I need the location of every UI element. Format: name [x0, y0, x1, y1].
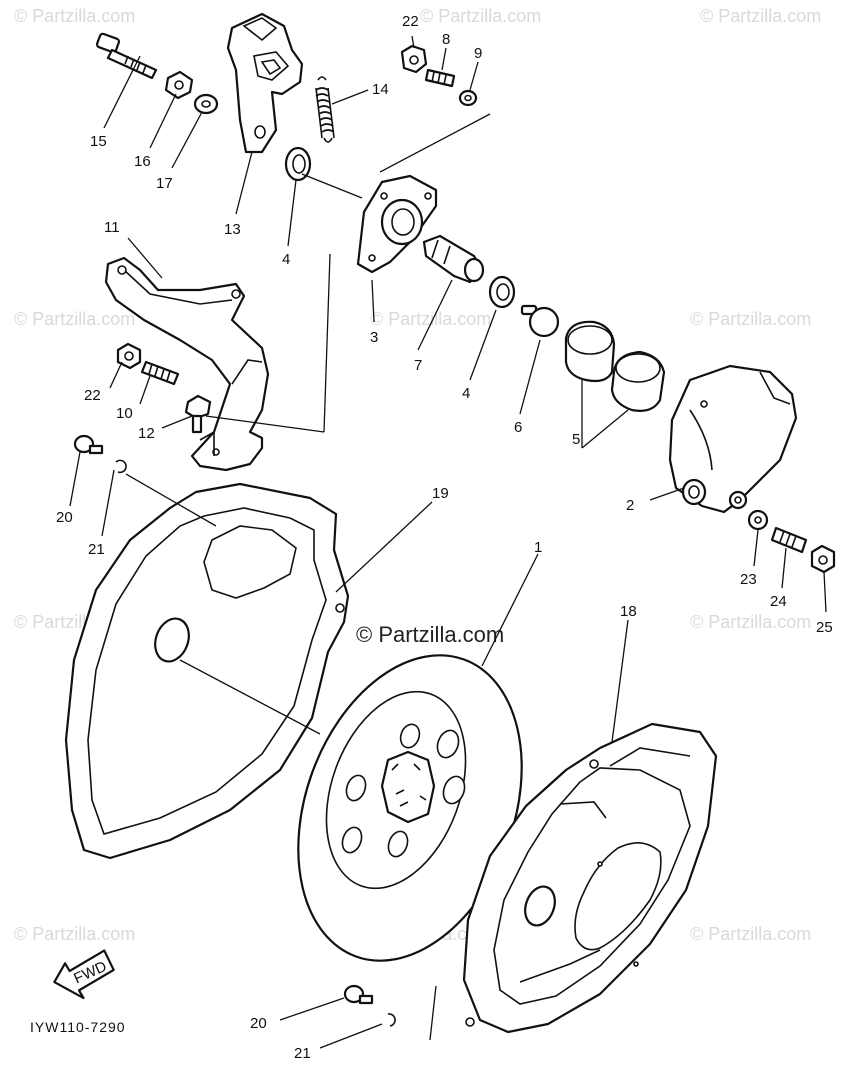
- part-21-clip-upper: [115, 459, 127, 474]
- callout-21: 21: [88, 541, 105, 558]
- part-20-bolt-lower: [343, 984, 374, 1005]
- callout-6: 6: [514, 419, 522, 436]
- part-13-lever: [226, 12, 304, 154]
- part-6-pin: [520, 304, 560, 338]
- part-17-washer: [193, 93, 219, 115]
- watermark: © Partzilla.com: [370, 309, 491, 329]
- part-15-bolt: [95, 32, 158, 80]
- callout-12: 12: [138, 425, 155, 442]
- part-7-shaft: [422, 234, 485, 284]
- watermark-layer: © Partzilla.com © Partzilla.com © Partzi…: [14, 6, 821, 944]
- callout-7: 7: [414, 357, 422, 374]
- callout-22: 22: [402, 13, 419, 30]
- part-12-bolt: [184, 394, 212, 434]
- watermark: © Partzilla.com: [14, 6, 135, 26]
- part-25-nut: [810, 544, 836, 574]
- watermark: © Partzilla.com: [690, 612, 811, 632]
- callout-16: 16: [134, 153, 151, 170]
- watermark-center: © Partzilla.com: [356, 622, 504, 647]
- part-2-caliper: [668, 364, 798, 514]
- part-4-seal-lower: [488, 275, 516, 309]
- fwd-arrow: FWD: [53, 949, 115, 1000]
- callout-3: 3: [370, 329, 378, 346]
- part-14-spring: [315, 76, 335, 143]
- callout-labels: 22 8 9 14 15 16 17 13 4 11 3 7 4 6 5 2 2…: [56, 13, 833, 1062]
- watermark: © Partzilla.com: [14, 309, 135, 329]
- callout-17: 17: [156, 175, 173, 192]
- part-24-bolt: [770, 526, 808, 554]
- callout-19: 19: [432, 485, 449, 502]
- callout-5: 5: [572, 431, 580, 448]
- callout-20: 20: [250, 1015, 267, 1032]
- callout-20: 20: [56, 509, 73, 526]
- leader-lines: [69, 35, 827, 1049]
- watermark: © Partzilla.com: [420, 6, 541, 26]
- part-19-backplate: [64, 482, 350, 860]
- watermark: © Partzilla.com: [700, 6, 821, 26]
- callout-10: 10: [116, 405, 133, 422]
- part-9-washer: [458, 89, 478, 107]
- part-22-nut-top: [400, 44, 428, 74]
- part-20-bolt-upper: [73, 434, 104, 455]
- callout-4: 4: [462, 385, 470, 402]
- callout-21: 21: [294, 1045, 311, 1062]
- callout-11: 11: [104, 219, 120, 236]
- watermark: © Partzilla.com: [690, 924, 811, 944]
- callout-1: 1: [534, 539, 542, 556]
- callout-15: 15: [90, 133, 107, 150]
- part-22-nut-lower: [116, 342, 142, 370]
- part-18-cover: [462, 722, 718, 1034]
- part-5-pads: [564, 320, 666, 412]
- callout-9: 9: [474, 45, 482, 62]
- callout-8: 8: [442, 31, 450, 48]
- part-10-stud: [140, 360, 180, 386]
- part-23-washer: [747, 509, 769, 531]
- part-8-stud: [424, 68, 456, 88]
- callout-18: 18: [620, 603, 637, 620]
- callout-4: 4: [282, 251, 290, 268]
- callout-2: 2: [626, 497, 634, 514]
- part-21-clip-lower: [387, 1013, 396, 1027]
- callout-14: 14: [372, 81, 389, 98]
- callout-24: 24: [770, 593, 787, 610]
- part-4-seal-upper: [284, 146, 312, 182]
- part-16-nut: [164, 70, 194, 100]
- part-11-bracket: [104, 256, 270, 472]
- callout-13: 13: [224, 221, 241, 238]
- part-1-disc: [297, 654, 523, 962]
- watermark: © Partzilla.com: [690, 309, 811, 329]
- callout-25: 25: [816, 619, 833, 636]
- part-3-caliper-bracket: [356, 174, 438, 274]
- callout-23: 23: [740, 571, 757, 588]
- watermark: © Partzilla.com: [14, 924, 135, 944]
- callout-22: 22: [84, 387, 101, 404]
- diagram-code: IYW110-7290: [30, 1019, 126, 1035]
